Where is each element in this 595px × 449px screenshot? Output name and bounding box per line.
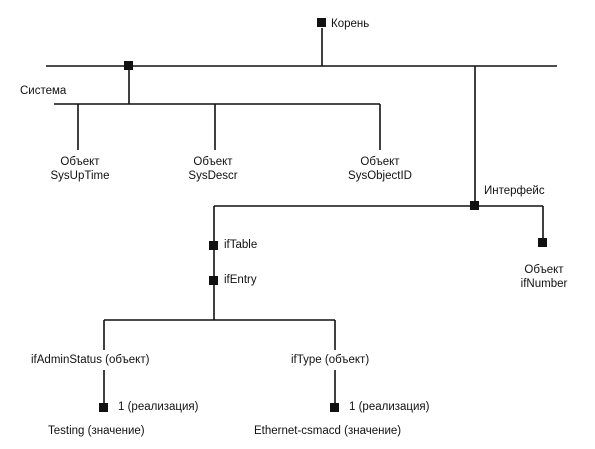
- iftable-label: ifTable: [224, 239, 258, 251]
- ifentry-node: [209, 276, 218, 285]
- ifadminstatus-label: ifAdminStatus (объект): [31, 354, 150, 366]
- admin-instance-label: 1 (реализация): [118, 401, 199, 413]
- interface-label: Интерфейс: [484, 185, 545, 197]
- root-label: Корень: [331, 18, 370, 30]
- sysdescr-label-line1: Объект: [193, 156, 233, 168]
- root-node: [317, 18, 326, 27]
- admin-value-label: Testing (значение): [48, 425, 145, 437]
- sysobjectid-label-line2: SysObjectID: [348, 170, 412, 182]
- sysuptime-label-line1: Объект: [60, 156, 100, 168]
- iftype-label: ifType (объект): [291, 354, 370, 366]
- type-instance-label: 1 (реализация): [349, 401, 430, 413]
- interface-node: [470, 201, 479, 210]
- type-value-label: Ethernet-csmacd (значение): [254, 425, 402, 437]
- system-label: Система: [20, 85, 67, 97]
- sysobjectid-label-line1: Объект: [360, 156, 400, 168]
- ifnumber-label-line2: ifNumber: [520, 278, 568, 290]
- sysuptime-label-line2: SysUpTime: [50, 170, 110, 182]
- iftable-node: [209, 241, 218, 250]
- sysdescr-label-line2: SysDescr: [188, 170, 238, 182]
- system-node: [124, 61, 133, 70]
- type-instance-node: [330, 403, 339, 412]
- ifentry-label: ifEntry: [224, 274, 257, 286]
- ifnumber-label-line1: Объект: [524, 264, 564, 276]
- ifnumber-node: [538, 238, 547, 247]
- admin-instance-node: [99, 403, 108, 412]
